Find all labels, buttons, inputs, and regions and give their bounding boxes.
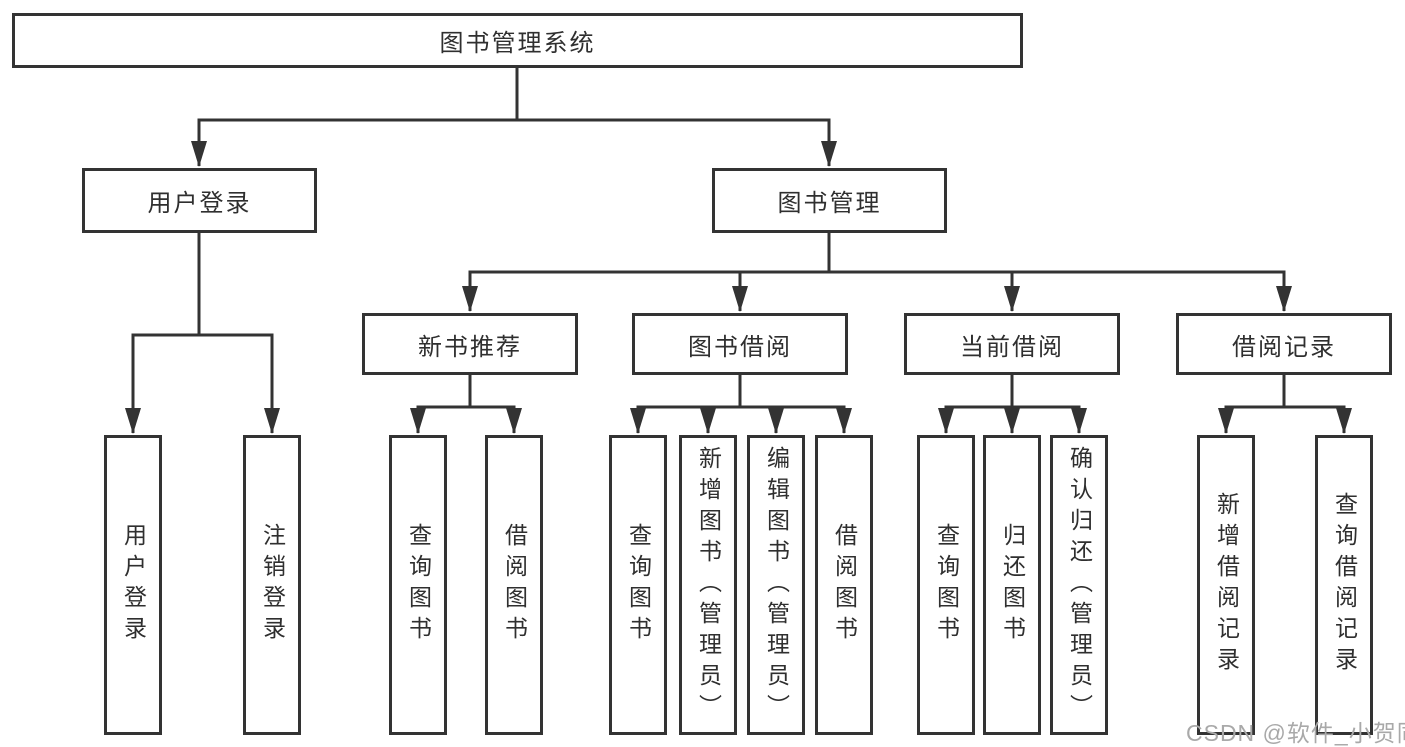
leaf-label: 归还图书 <box>999 523 1026 647</box>
leaf-label: 查询图书 <box>625 523 652 647</box>
leaf-confirm-return-admin: 确认归还（管理员） <box>1050 435 1108 735</box>
node-user-login-group: 用户登录 <box>82 168 317 233</box>
leaf-label: 查询借阅记录 <box>1331 492 1358 678</box>
leaf-user-login: 用户登录 <box>104 435 162 735</box>
node-label: 用户登录 <box>147 190 252 217</box>
leaf-label: 新增图书（管理员） <box>695 445 722 725</box>
leaf-label: 查询图书 <box>933 523 960 647</box>
node-label: 借阅记录 <box>1232 333 1336 361</box>
node-book-management-group: 图书管理 <box>712 168 947 233</box>
node-new-book-recommend: 新书推荐 <box>362 313 578 375</box>
node-borrow-records: 借阅记录 <box>1176 313 1392 375</box>
leaf-borrow-books-1: 借阅图书 <box>485 435 543 735</box>
leaf-return-book: 归还图书 <box>983 435 1041 735</box>
leaf-label: 编辑图书（管理员） <box>763 445 790 725</box>
leaf-label: 用户登录 <box>120 523 147 647</box>
csdn-watermark: CSDN @软件_小贺同学 <box>1186 720 1405 746</box>
node-label: 图书管理系统 <box>439 30 596 57</box>
leaf-label: 借阅图书 <box>831 523 858 647</box>
leaf-label: 注销登录 <box>259 523 286 647</box>
node-current-borrow: 当前借阅 <box>904 313 1120 375</box>
leaf-logout: 注销登录 <box>243 435 301 735</box>
leaf-query-books-3: 查询图书 <box>917 435 975 735</box>
node-library-management-system: 图书管理系统 <box>12 13 1023 68</box>
leaf-query-borrow-record: 查询借阅记录 <box>1315 435 1373 735</box>
node-label: 图书借阅 <box>688 333 792 361</box>
leaf-edit-book-admin: 编辑图书（管理员） <box>747 435 805 735</box>
node-label: 当前借阅 <box>960 333 1064 361</box>
node-book-borrow: 图书借阅 <box>632 313 848 375</box>
leaf-label: 查询图书 <box>405 523 432 647</box>
leaf-add-borrow-record: 新增借阅记录 <box>1197 435 1255 735</box>
node-label: 新书推荐 <box>418 333 522 361</box>
leaf-label: 新增借阅记录 <box>1213 492 1240 678</box>
leaf-query-books-1: 查询图书 <box>389 435 447 735</box>
leaf-borrow-books-2: 借阅图书 <box>815 435 873 735</box>
node-label: 图书管理 <box>777 190 882 217</box>
leaf-query-books-2: 查询图书 <box>609 435 667 735</box>
leaf-add-book-admin: 新增图书（管理员） <box>679 435 737 735</box>
leaf-label: 借阅图书 <box>501 523 528 647</box>
leaf-label: 确认归还（管理员） <box>1066 445 1093 725</box>
